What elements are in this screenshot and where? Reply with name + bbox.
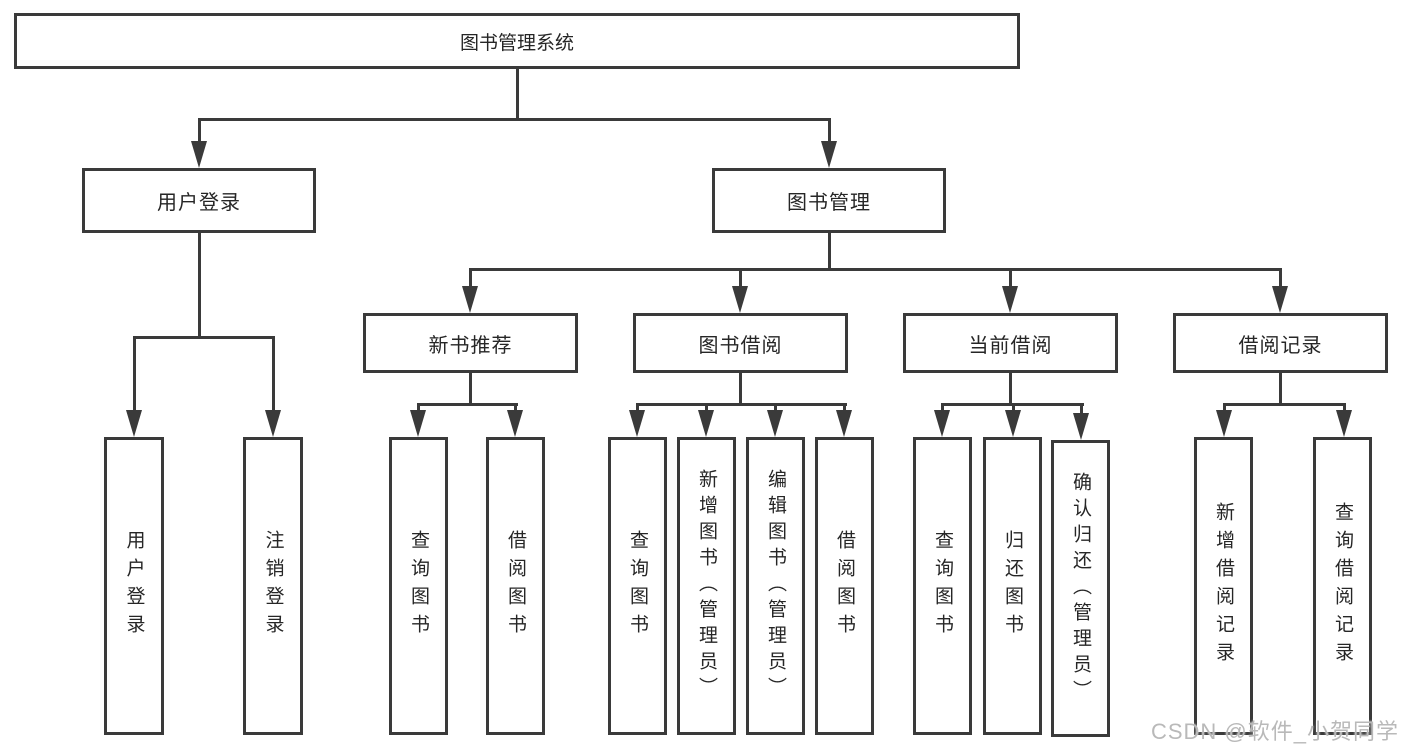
arrow-down-leaf-logout [265, 410, 281, 437]
connector-drop-leaf-2 [417, 403, 420, 413]
connector-new-book-rail [417, 403, 518, 406]
arrow-down-leaf-3 [507, 410, 523, 437]
leaf-borrow-books-label: 借阅图书 [834, 530, 855, 642]
connector-drop-leaf-7 [843, 403, 846, 413]
connector-drop-leaf-login [133, 336, 136, 412]
connector-borrow-records-rail [1223, 403, 1346, 406]
connector-root-stem [516, 69, 519, 120]
arrow-down-user-login [191, 141, 207, 168]
leaf-edit-books-admin: 编辑图书（管理员） [746, 437, 805, 735]
connector-drop-user-login [198, 118, 201, 144]
arrow-down-leaf-login [126, 410, 142, 437]
leaf-borrow-books-recommend-label: 借阅图书 [505, 530, 526, 642]
leaf-confirm-return-admin: 确认归还（管理员） [1051, 440, 1110, 737]
arrow-down-leaf-7 [836, 410, 852, 437]
connector-level1-rail [198, 118, 831, 121]
connector-drop-borrow-records [1279, 268, 1282, 288]
arrow-down-book-management [821, 141, 837, 168]
leaf-query-books-borrow-label: 查询图书 [627, 530, 648, 642]
arrow-down-leaf-5 [698, 410, 714, 437]
arrow-down-borrow-records [1272, 286, 1288, 313]
connector-drop-leaf-6 [774, 403, 777, 413]
node-current-borrow: 当前借阅 [903, 313, 1118, 373]
node-borrow-records-label: 借阅记录 [1238, 334, 1323, 357]
leaf-query-borrow-record: 查询借阅记录 [1313, 437, 1372, 735]
connector-user-login-rail [133, 336, 275, 339]
node-root-label: 图书管理系统 [459, 32, 574, 54]
leaf-logout-label: 注销登录 [262, 530, 284, 642]
leaf-query-borrow-record-label: 查询借阅记录 [1332, 502, 1353, 670]
node-new-book-recommend-label: 新书推荐 [428, 334, 513, 357]
leaf-query-books-current-label: 查询图书 [932, 530, 953, 642]
node-borrow-records: 借阅记录 [1173, 313, 1388, 373]
leaf-borrow-books: 借阅图书 [815, 437, 874, 735]
leaf-user-login: 用户登录 [104, 437, 164, 735]
arrow-down-leaf-10 [1073, 413, 1089, 440]
leaf-query-books-recommend: 查询图书 [389, 437, 448, 735]
connector-drop-book-borrow [739, 268, 742, 288]
leaf-borrow-books-recommend: 借阅图书 [486, 437, 545, 735]
node-user-login-label: 用户登录 [157, 192, 241, 214]
connector-drop-leaf-10 [1080, 403, 1083, 415]
leaf-add-books-admin-label: 新增图书（管理员） [696, 469, 717, 703]
arrow-down-leaf-8 [934, 410, 950, 437]
connector-drop-leaf-logout [272, 336, 275, 412]
leaf-query-books-recommend-label: 查询图书 [408, 530, 429, 642]
connector-drop-leaf-3 [514, 403, 517, 413]
connector-drop-leaf-8 [941, 403, 944, 413]
connector-new-book-stem [469, 373, 472, 406]
connector-drop-leaf-9 [1012, 403, 1015, 413]
arrow-down-leaf-6 [767, 410, 783, 437]
arrow-down-leaf-9 [1005, 410, 1021, 437]
leaf-add-borrow-record-label: 新增借阅记录 [1213, 502, 1234, 670]
leaf-add-books-admin: 新增图书（管理员） [677, 437, 736, 735]
leaf-user-login-label: 用户登录 [123, 530, 145, 642]
arrow-down-leaf-2 [410, 410, 426, 437]
connector-drop-book-management [828, 118, 831, 144]
arrow-down-current-borrow [1002, 286, 1018, 313]
csdn-watermark: CSDN @软件_小贺同学 [1150, 719, 1399, 744]
leaf-return-books: 归还图书 [983, 437, 1042, 735]
leaf-query-books-borrow: 查询图书 [608, 437, 667, 735]
connector-current-borrow-stem [1009, 373, 1012, 406]
node-root: 图书管理系统 [14, 13, 1020, 69]
leaf-query-books-current: 查询图书 [913, 437, 972, 735]
leaf-return-books-label: 归还图书 [1002, 530, 1023, 642]
connector-drop-leaf-11 [1223, 403, 1226, 413]
connector-book-borrow-stem [739, 373, 742, 406]
connector-drop-leaf-12 [1343, 403, 1346, 413]
connector-drop-current-borrow [1009, 268, 1012, 288]
leaf-add-borrow-record: 新增借阅记录 [1194, 437, 1253, 735]
connector-drop-leaf-5 [705, 403, 708, 413]
arrow-down-leaf-4 [629, 410, 645, 437]
connector-book-borrow-rail [636, 403, 847, 406]
leaf-logout: 注销登录 [243, 437, 303, 735]
node-book-management: 图书管理 [712, 168, 946, 233]
node-book-management-label: 图书管理 [787, 192, 871, 214]
leaf-confirm-return-admin-label: 确认归还（管理员） [1070, 471, 1091, 706]
node-book-borrow: 图书借阅 [633, 313, 848, 373]
connector-borrow-records-stem [1279, 373, 1282, 406]
connector-user-login-stem [198, 233, 201, 336]
arrow-down-leaf-12 [1336, 410, 1352, 437]
arrow-down-leaf-11 [1216, 410, 1232, 437]
node-book-borrow-label: 图书借阅 [698, 334, 783, 357]
connector-level3-rail [469, 268, 1282, 271]
connector-book-management-stem [828, 233, 831, 271]
connector-drop-new-book [469, 268, 472, 288]
arrow-down-new-book [462, 286, 478, 313]
arrow-down-book-borrow [732, 286, 748, 313]
node-user-login: 用户登录 [82, 168, 316, 233]
connector-drop-leaf-4 [636, 403, 639, 413]
leaf-edit-books-admin-label: 编辑图书（管理员） [765, 469, 786, 703]
node-current-borrow-label: 当前借阅 [968, 334, 1053, 357]
node-new-book-recommend: 新书推荐 [363, 313, 578, 373]
